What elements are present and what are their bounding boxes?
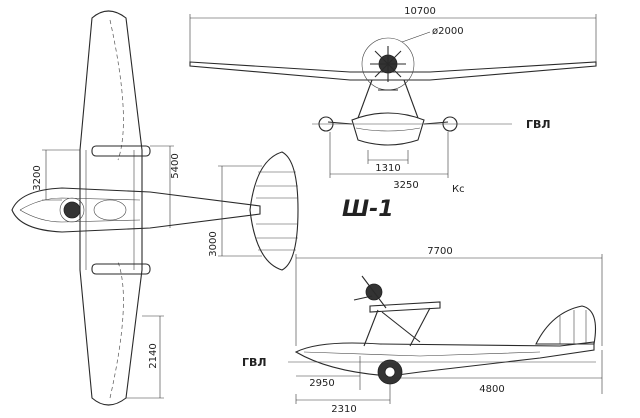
top-view-nacelle-lower (91, 263, 151, 275)
dim-float-span: 3250 (393, 180, 418, 191)
front-view: 10700 ø2000 ГВЛ 1310 (189, 6, 597, 195)
dim-float-track: 1310 (375, 163, 400, 174)
top-view-nacelle-upper (91, 145, 151, 157)
side-view-hull (294, 341, 595, 377)
dim-length: 7700 (427, 246, 452, 257)
top-view: 3200 5400 3000 2140 (11, 10, 299, 406)
top-view-tail (249, 151, 299, 271)
label-waterline-side: ГВЛ (242, 356, 267, 369)
signature: Кс (452, 184, 465, 195)
dim-wing-chord-inner: 3200 (32, 165, 43, 190)
side-view-wing (369, 301, 441, 313)
dim-tail-span: 3000 (208, 231, 219, 256)
dim-wing-tip: 2140 (148, 343, 159, 368)
front-view-wing (189, 61, 597, 81)
side-view-tail-fin (535, 305, 597, 345)
dim-wing-center: 5400 (170, 153, 181, 178)
dim-prop-diameter: ø2000 (432, 26, 464, 37)
dim-bow-to-step: 2950 (309, 378, 334, 389)
top-view-fuselage (11, 187, 261, 233)
label-waterline-front: ГВЛ (526, 118, 551, 131)
top-view-wing (79, 10, 143, 406)
dim-wingspan: 10700 (404, 6, 436, 17)
side-view: 7700 ГВЛ 2950 4800 (242, 246, 603, 415)
front-view-hull (351, 112, 425, 146)
drawing-title: Ш-1 (342, 197, 394, 222)
dim-step-to-tail: 4800 (479, 384, 504, 395)
dim-wheel-pos: 2310 (331, 404, 356, 415)
